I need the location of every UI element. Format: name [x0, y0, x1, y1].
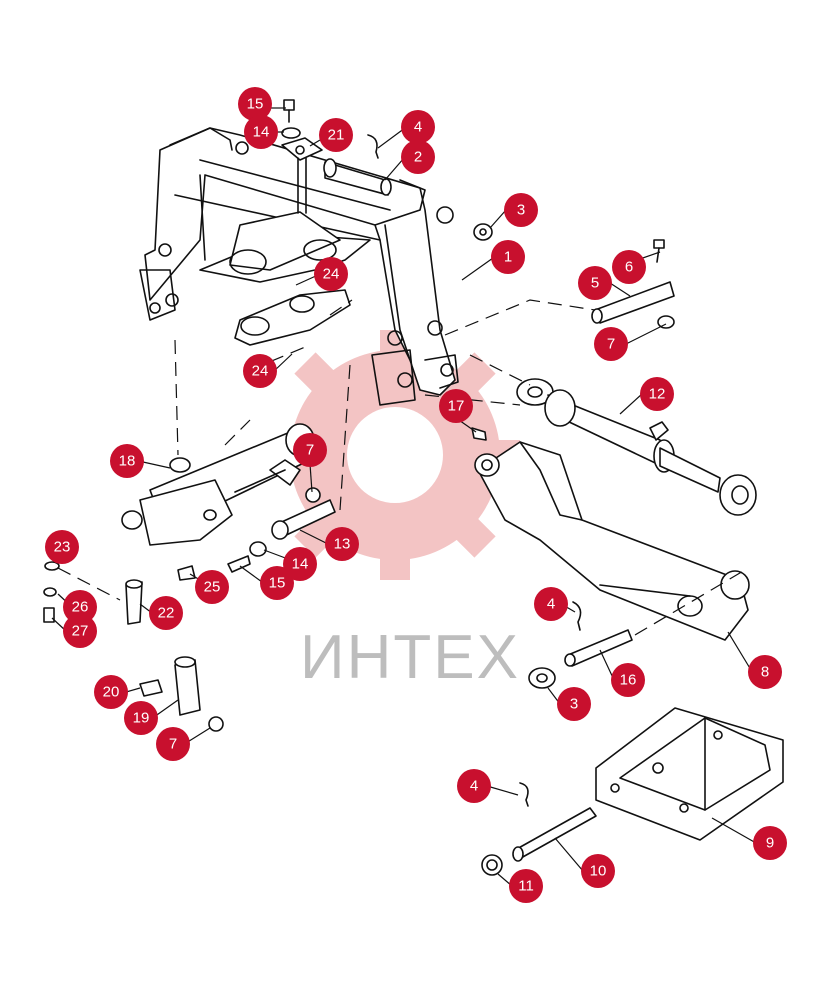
callout-3: 3: [557, 687, 591, 721]
callout-label: 7: [306, 442, 314, 459]
callout-2: 2: [401, 140, 435, 174]
callout-9: 9: [753, 826, 787, 860]
callout-6: 6: [612, 250, 646, 284]
callout-7: 7: [156, 727, 190, 761]
callout-20: 20: [94, 675, 128, 709]
callout-12: 12: [640, 377, 674, 411]
callout-label: 2: [414, 149, 422, 166]
callout-7: 7: [293, 433, 327, 467]
main-frame: [139, 127, 459, 406]
callout-label: 26: [72, 599, 89, 616]
pin-10-assembly: [481, 782, 597, 876]
callout-26: 26: [63, 590, 97, 624]
callout-label: 27: [72, 623, 89, 640]
callout-15: 15: [260, 566, 294, 600]
callout-label: 1: [504, 249, 512, 266]
left-small-parts: [43, 561, 143, 625]
lower-arm-8: [474, 441, 750, 641]
link-pin-5: [591, 239, 675, 329]
callout-7: 7: [594, 327, 628, 361]
callout-4: 4: [534, 587, 568, 621]
callout-label: 24: [252, 363, 269, 380]
callout-label: 5: [591, 275, 599, 292]
callout-label: 13: [334, 536, 351, 553]
callout-label: 4: [414, 119, 422, 136]
callout-25: 25: [195, 570, 229, 604]
callout-label: 4: [547, 596, 555, 613]
callout-14: 14: [283, 547, 317, 581]
callout-1: 1: [491, 240, 525, 274]
callout-label: 7: [169, 736, 177, 753]
callout-label: 7: [607, 336, 615, 353]
callout-label: 15: [247, 96, 264, 113]
watermark-text: ИНТЕХ: [300, 623, 520, 692]
alignment-lines: [174, 299, 746, 636]
callout-19: 19: [124, 701, 158, 735]
callout-11: 11: [509, 869, 543, 903]
callout-4: 4: [457, 769, 491, 803]
callout-14: 14: [244, 115, 278, 149]
callout-badges: 15 14 21 4 2 3 1 6 5 24 7 24 12 17 7 18 …: [45, 87, 787, 903]
callout-label: 16: [620, 672, 637, 689]
washer-3-top: [473, 223, 493, 241]
callout-label: 3: [517, 202, 525, 219]
callout-label: 18: [119, 453, 136, 470]
pin-13-assembly: [177, 487, 336, 581]
cylinder-18: [121, 423, 315, 546]
callout-label: 17: [448, 398, 465, 415]
bottom-left-parts: [139, 656, 224, 732]
callout-10: 10: [581, 854, 615, 888]
callout-18: 18: [110, 444, 144, 478]
callout-label: 12: [649, 386, 666, 403]
callout-label: 25: [204, 579, 221, 596]
callout-label: 23: [54, 539, 71, 556]
callout-24: 24: [314, 257, 348, 291]
callout-5: 5: [578, 266, 612, 300]
callout-label: 14: [292, 556, 309, 573]
callout-label: 22: [158, 605, 175, 622]
hydraulic-cylinder-12: [516, 378, 757, 516]
callout-4: 4: [401, 110, 435, 144]
callout-13: 13: [325, 527, 359, 561]
callout-label: 9: [766, 835, 774, 852]
callout-22: 22: [149, 596, 183, 630]
callout-label: 21: [328, 127, 345, 144]
callout-label: 4: [470, 778, 478, 795]
callout-label: 11: [518, 878, 534, 895]
top-pin-assembly: [281, 99, 392, 214]
support-plate-9: [595, 707, 784, 841]
callout-label: 6: [625, 259, 633, 276]
callout-21: 21: [319, 118, 353, 152]
pin-16-assembly: [528, 601, 633, 689]
callout-label: 15: [269, 575, 286, 592]
callout-label: 3: [570, 696, 578, 713]
callout-label: 19: [133, 710, 150, 727]
callout-label: 20: [103, 684, 120, 701]
callout-label: 8: [761, 664, 769, 681]
callout-24: 24: [243, 354, 277, 388]
callout-27: 27: [63, 614, 97, 648]
callout-16: 16: [611, 663, 645, 697]
callout-15: 15: [238, 87, 272, 121]
callout-label: 10: [590, 863, 607, 880]
callout-label: 24: [323, 266, 340, 283]
callout-label: 14: [253, 124, 270, 141]
callout-3: 3: [504, 193, 538, 227]
callout-8: 8: [748, 655, 782, 689]
callout-23: 23: [45, 530, 79, 564]
callout-17: 17: [439, 389, 473, 423]
